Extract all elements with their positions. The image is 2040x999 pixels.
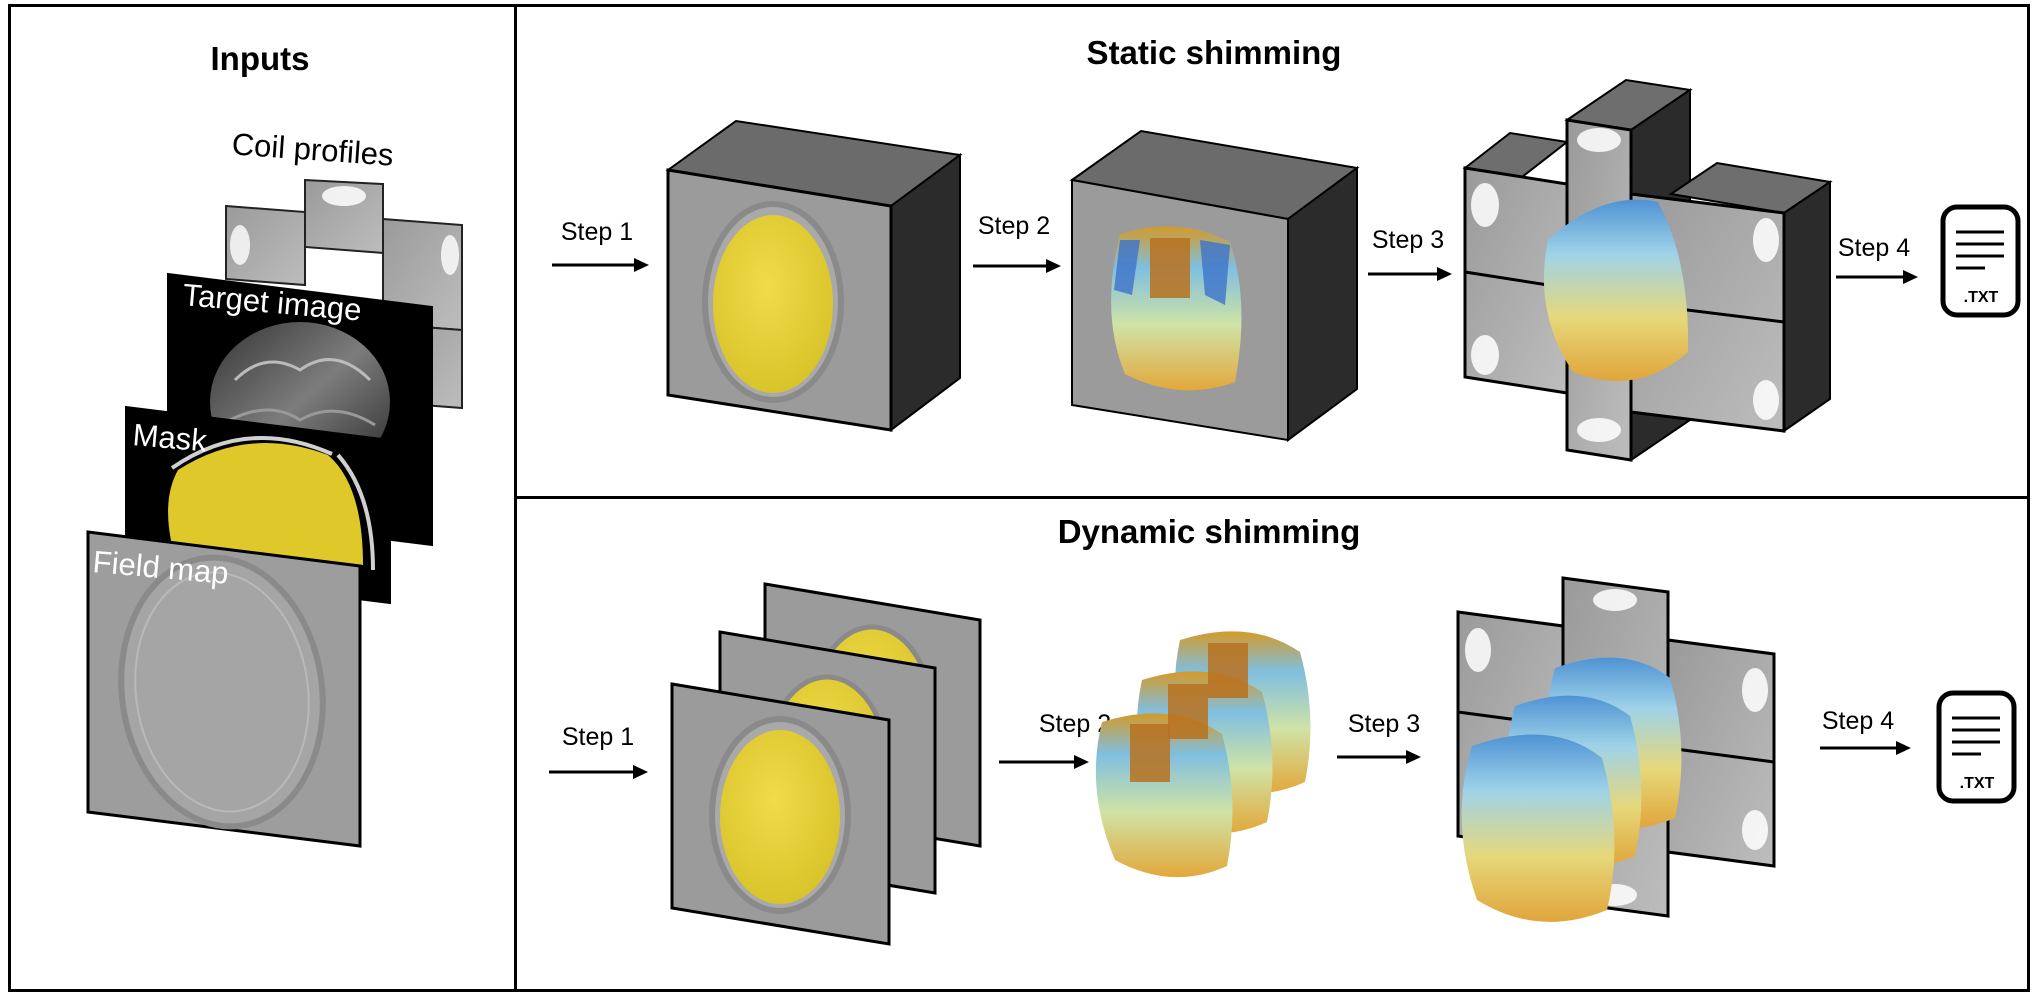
static-step-4-label: Step 4 — [1837, 234, 1911, 262]
static-txt-file-label: .TXT — [1964, 289, 1999, 306]
dynamic-step-1-arrow — [549, 765, 648, 779]
static-fieldmap-box — [1069, 129, 1360, 442]
dynamic-slice-stack — [670, 582, 982, 946]
dynamic-step-4-arrow — [1820, 741, 1911, 755]
static-step-3-arrow — [1368, 267, 1452, 281]
static-step-1-arrow — [552, 258, 649, 272]
dynamic-step-3-label: Step 3 — [1347, 710, 1421, 738]
dynamic-step-4-label: Step 4 — [1821, 707, 1895, 735]
dynamic-txt-file-label: .TXT — [1960, 775, 1995, 792]
static-shimming-title: Static shimming — [1086, 34, 1342, 71]
dynamic-step-1-label: Step 1 — [561, 723, 635, 751]
static-step-2-arrow — [973, 259, 1061, 273]
dynamic-shimming-title: Dynamic shimming — [1057, 513, 1361, 550]
static-step-4-arrow — [1836, 270, 1918, 284]
static-step-3-label: Step 3 — [1371, 226, 1445, 254]
dynamic-step-2-arrow — [999, 755, 1089, 769]
coil-profiles-layer — [225, 178, 463, 410]
coil-profiles-label: Coil profiles — [231, 126, 395, 172]
dynamic-txt-file-icon — [1936, 690, 2017, 804]
static-txt-file-icon — [1940, 204, 2021, 318]
static-mask-box — [665, 119, 963, 433]
dynamic-coil-cross — [1456, 576, 1776, 922]
dynamic-step-3-arrow — [1337, 750, 1421, 764]
dynamic-fieldmap-slices — [1095, 631, 1311, 878]
field-map-layer — [86, 530, 362, 848]
static-step-2-label: Step 2 — [977, 212, 1051, 240]
static-step-1-label: Step 1 — [560, 218, 634, 246]
dynamic-step-2-label: Step 2 — [1038, 710, 1112, 738]
panel-divider-horizontal — [514, 496, 2030, 499]
inputs-title: Inputs — [210, 40, 310, 77]
static-coil-cross — [1462, 78, 1833, 462]
mask-label: Mask — [131, 417, 208, 458]
